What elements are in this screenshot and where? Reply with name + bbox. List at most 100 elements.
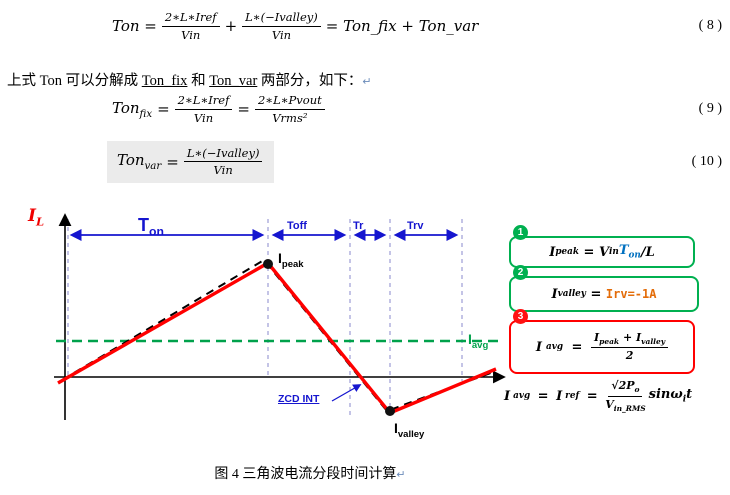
para-text-3: 两部分，如下： — [257, 72, 363, 89]
eq9-fraction-2: 2∗L∗Pvout Vrms² — [254, 93, 325, 125]
f1-i-sub: peak — [555, 247, 579, 257]
f4-s2: ref — [565, 391, 580, 402]
f4-num-sub: o — [634, 385, 640, 395]
paragraph: 上式 Ton 可以分解成 Ton_fix 和 Ton_var 两部分，如下：↵ — [7, 69, 372, 90]
eq9-frac2-denominator: Vrms² — [272, 110, 308, 125]
ideal-waveform — [61, 258, 497, 413]
eq8-tail: = Ton_fix + Ton_var — [325, 17, 479, 35]
eq10-fraction: L∗(−Ivalley) Vin — [183, 146, 263, 178]
step-badge-1: 1 — [513, 225, 528, 240]
eq8-fraction-1: 2∗L∗Iref Vin — [161, 10, 220, 42]
time-guides — [67, 219, 463, 417]
y-axis-label: IL — [28, 208, 44, 228]
f4-sin-sub: i — [682, 394, 687, 405]
f4-fraction: √2Po Vin_RMS — [605, 379, 645, 413]
f3-num-s1: peak — [599, 337, 620, 347]
eq9-number: ( 9 ) — [698, 101, 722, 116]
ipeak-base: I — [278, 250, 282, 266]
equation-9: Tonfix = 2∗L∗Iref Vin = 2∗L∗Pvout Vrms² — [112, 93, 325, 125]
ipeak-label: Ipeak — [278, 251, 304, 269]
f3-num-s2: valley — [641, 337, 666, 347]
f3-numerator: Ipeak + Ivalley — [590, 330, 669, 349]
ipeak-sub: peak — [281, 258, 304, 270]
zcd-pointer-arrow — [331, 384, 362, 402]
eq9-lhs-base: Ton — [112, 98, 140, 117]
f1-v-sub: in — [609, 247, 619, 257]
eq9-equals-2: = — [237, 100, 250, 118]
f4-eq1: = — [533, 388, 554, 404]
f4-i1: I — [504, 388, 511, 404]
iavg-base: I — [468, 331, 472, 347]
f3-i: I — [535, 339, 542, 355]
eq9-frac1-denominator: Vin — [193, 110, 214, 125]
f3-num-i1: I — [593, 330, 600, 344]
para-ton-fix: Ton_fix — [141, 72, 188, 89]
f4-den-sub: in_RMS — [613, 403, 646, 413]
triangle-wave-figure: IL Ton Toff Tr Trv Ipeak Iavg Ivalley ZC… — [0, 205, 730, 463]
f4-numerator: √2Po — [608, 379, 643, 397]
eq9-frac2-numerator: 2∗L∗Pvout — [254, 93, 325, 110]
il-sub: L — [35, 214, 45, 229]
f3-equals: = — [567, 339, 587, 355]
ivalley-base: I — [394, 420, 398, 436]
paragraph-return-mark: ↵ — [362, 75, 372, 88]
eq8-lhs: Ton = — [112, 17, 157, 35]
eq8-frac1-denominator: Vin — [181, 27, 201, 42]
eq10-equals: = — [166, 152, 179, 171]
f4-i2: I — [556, 388, 563, 404]
step-badge-3: 3 — [513, 309, 528, 324]
f4-sin: sinωit — [649, 387, 692, 405]
para-text-1: 上式 Ton 可以分解成 — [7, 72, 142, 89]
f3-denominator: 2 — [625, 349, 634, 363]
f4-denominator: Vin_RMS — [605, 397, 645, 414]
eq10-frac-denominator: Vin — [213, 163, 233, 177]
f1-v: V — [598, 244, 610, 260]
f4-num-base: √2P — [611, 379, 635, 392]
valley-point — [385, 406, 395, 416]
eq10-lhs: Tonvar — [117, 151, 161, 172]
f1-t-sub: on — [628, 250, 641, 261]
eq10-lhs-subscript: var — [144, 161, 162, 172]
iavg-label: Iavg — [468, 332, 488, 350]
trv-segment-label: Trv — [407, 220, 424, 232]
f1-i: I — [549, 244, 556, 260]
eq9-lhs-subscript: fix — [139, 108, 153, 120]
ton-sub: on — [149, 224, 164, 239]
f1-ton: Ton — [619, 243, 641, 261]
ivalley-label: Ivalley — [394, 421, 424, 439]
toff-segment-label: Toff — [287, 220, 307, 232]
f3-num-i2: I — [636, 330, 642, 344]
para-ton-var: Ton_var — [209, 72, 258, 89]
eq9-equals-1: = — [157, 100, 170, 118]
eq10-frac-numerator: L∗(−Ivalley) — [183, 146, 263, 162]
f4-eq2: = — [582, 388, 603, 404]
inductor-current-waveform — [57, 260, 497, 416]
eq8-plus-operator: + — [224, 17, 238, 35]
step-badge-2: 2 — [513, 265, 528, 280]
f1-t: T — [618, 243, 629, 259]
zcd-int-label: ZCD INT — [278, 393, 320, 405]
para-text-2: 和 — [187, 72, 210, 89]
ton-base: T — [138, 215, 149, 235]
f2-i-sub: valley — [557, 289, 586, 299]
caption-text: 图 4 三角波电流分段时间计算 — [214, 467, 397, 482]
caption-return-mark: ↵ — [396, 469, 406, 481]
f2-equals: = — [585, 286, 606, 302]
equation-8: Ton = 2∗L∗Iref Vin + L∗(−Ivalley) Vin = … — [112, 10, 478, 42]
eq8-number: ( 8 ) — [698, 18, 722, 33]
iavg-sub: avg — [471, 339, 489, 351]
f4-den-base: V — [605, 397, 614, 411]
peak-point — [263, 259, 273, 269]
eq9-fraction-1: 2∗L∗Iref Vin — [174, 93, 233, 125]
f4-s1: avg — [513, 391, 531, 402]
equation-10: Tonvar = L∗(−Ivalley) Vin — [107, 140, 275, 184]
ton-segment-label: Ton — [138, 216, 164, 238]
f2-i: I — [551, 286, 558, 302]
f4-t: t — [686, 387, 693, 403]
eq8-frac1-numerator: 2∗L∗Iref — [161, 10, 220, 27]
